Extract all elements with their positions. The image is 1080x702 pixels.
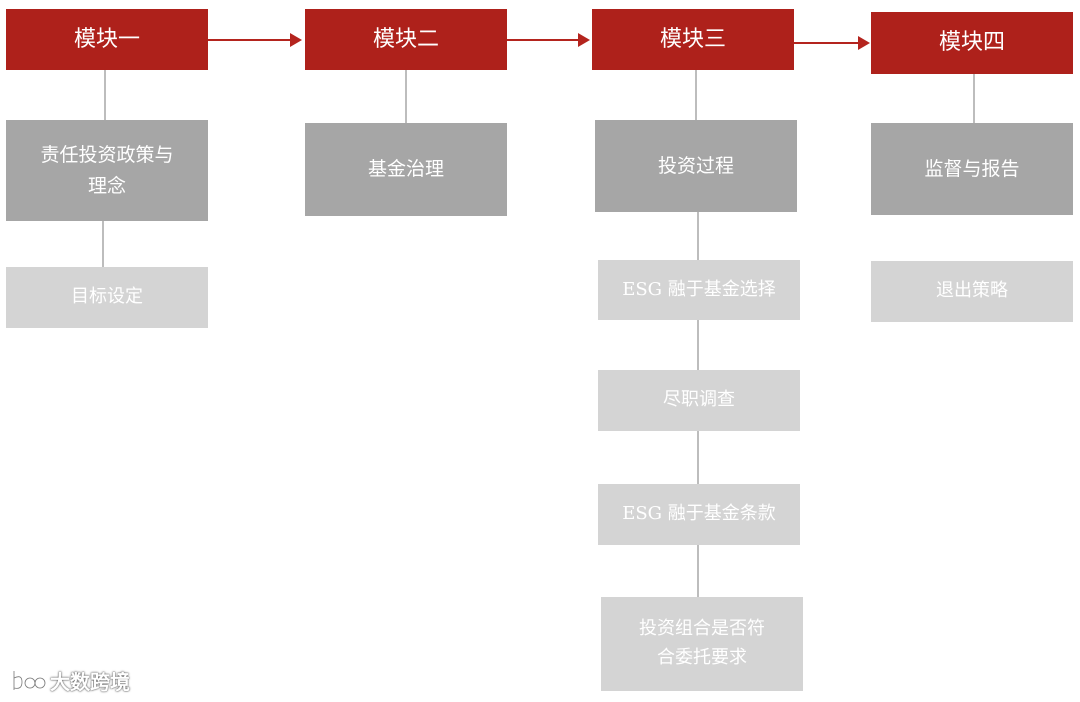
esg-fund-terms-label: ESG 融于基金条款	[622, 503, 776, 525]
monitoring-reporting-box: 监督与报告	[871, 123, 1073, 215]
arrowhead-3-4	[858, 36, 870, 50]
monitoring-reporting-label: 监督与报告	[924, 157, 1020, 180]
watermark-logo-icon	[12, 669, 46, 691]
fund-governance-label: 基金治理	[367, 158, 444, 181]
mandate-label-line-1: 投资组合是否符	[639, 618, 765, 640]
connector-m2-l2	[405, 70, 407, 123]
arrow-line-1-2	[208, 39, 292, 41]
exit-strategy-box: 退出策略	[871, 261, 1073, 322]
module-2-title: 模块二	[372, 26, 439, 52]
connector-m4-l2	[973, 74, 975, 123]
watermark-text: 大数跨境	[50, 670, 130, 694]
exit-strategy-label: 退出策略	[936, 280, 1008, 302]
mandate-compliance-box: 投资组合是否符 合委托要求	[601, 597, 803, 691]
connector-m3-l2	[695, 70, 697, 120]
module-4-header: 模块四	[871, 12, 1073, 74]
connector-m1-l3	[102, 221, 104, 267]
due-diligence-label: 尽职调查	[663, 389, 735, 411]
goal-setting-box: 目标设定	[6, 267, 208, 328]
connector-m3-l3b	[697, 320, 699, 370]
connector-m3-l3a	[697, 212, 699, 260]
arrow-line-2-3	[507, 39, 579, 41]
esg-fund-selection-box: ESG 融于基金选择	[598, 260, 800, 320]
policy-label-line-2: 理念	[87, 174, 126, 197]
policy-and-philosophy-box: 责任投资政策与 理念	[6, 120, 208, 221]
goal-setting-label: 目标设定	[71, 286, 143, 308]
mandate-label-line-2: 合委托要求	[657, 647, 747, 668]
module-1-title: 模块一	[73, 26, 140, 52]
connector-m3-l3c	[697, 431, 699, 484]
arrowhead-1-2	[290, 33, 302, 47]
module-2-header: 模块二	[305, 9, 507, 70]
module-3-title: 模块三	[659, 26, 726, 52]
fund-governance-box: 基金治理	[305, 123, 507, 216]
esg-fund-selection-label: ESG 融于基金选择	[622, 278, 776, 300]
investment-process-box: 投资过程	[595, 120, 797, 212]
policy-label-line-1: 责任投资政策与	[40, 144, 174, 167]
watermark: 大数跨境	[10, 666, 130, 695]
due-diligence-box: 尽职调查	[598, 370, 800, 431]
module-4-title: 模块四	[938, 30, 1005, 56]
connector-m1-l2	[104, 70, 106, 120]
module-3-header: 模块三	[592, 9, 794, 70]
module-1-header: 模块一	[6, 9, 208, 70]
arrowhead-2-3	[578, 33, 590, 47]
connector-m3-l3d	[697, 545, 699, 597]
esg-fund-terms-box: ESG 融于基金条款	[598, 484, 800, 545]
investment-process-label: 投资过程	[657, 154, 734, 177]
arrow-line-3-4	[794, 42, 858, 44]
